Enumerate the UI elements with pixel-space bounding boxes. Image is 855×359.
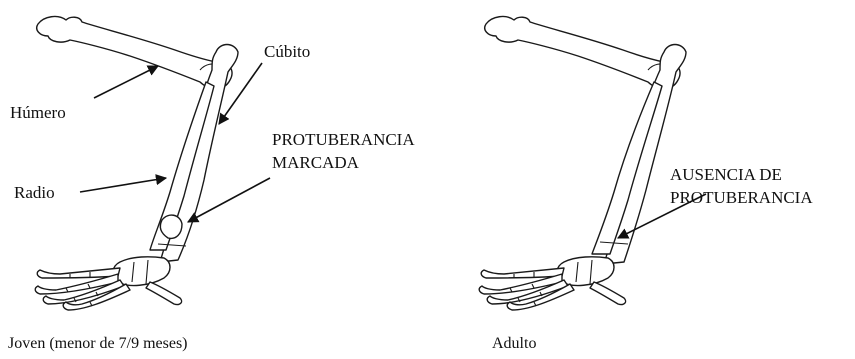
label-protuberance-line1: PROTUBERANCIA bbox=[272, 130, 415, 149]
juvenile-protuberance bbox=[160, 215, 182, 238]
label-absence-line1: AUSENCIA DE bbox=[670, 165, 782, 184]
label-ulna: Cúbito bbox=[264, 42, 310, 61]
adult-limb bbox=[479, 17, 686, 310]
caption-juvenile: Joven (menor de 7/9 meses) bbox=[8, 335, 188, 352]
label-radius: Radio bbox=[14, 183, 55, 202]
label-protuberance-line2: MARCADA bbox=[272, 153, 360, 172]
label-humerus: Húmero bbox=[10, 103, 66, 122]
caption-adult: Adulto bbox=[492, 335, 536, 352]
radius-arrow bbox=[80, 178, 166, 192]
juvenile-limb bbox=[35, 17, 238, 310]
label-absence-line2: PROTUBERANCIA bbox=[670, 188, 813, 207]
adult-humerus bbox=[485, 17, 680, 89]
humerus-arrow bbox=[94, 66, 158, 98]
